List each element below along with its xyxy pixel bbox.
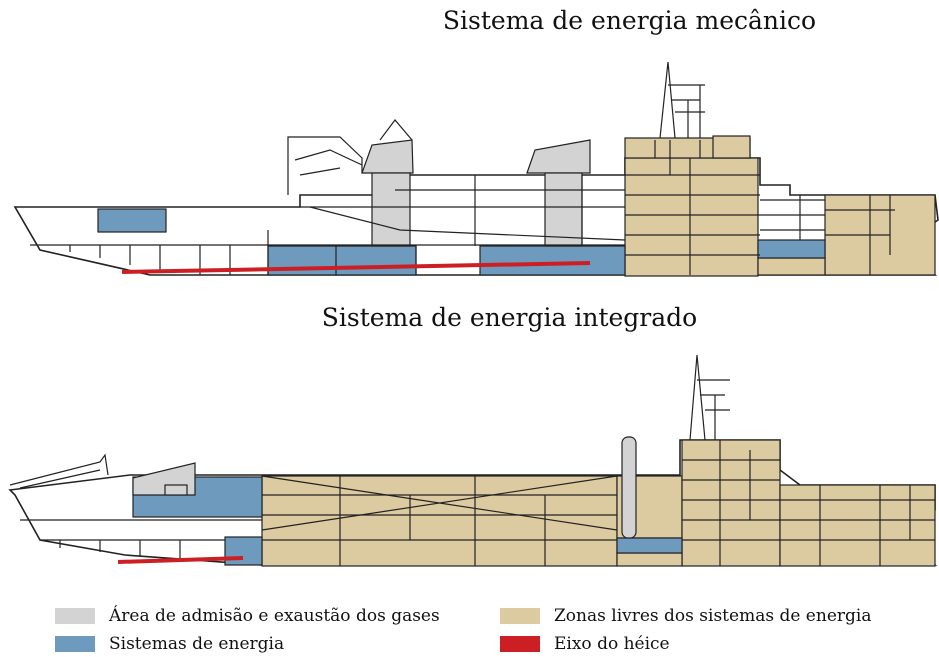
free-zone xyxy=(624,157,759,277)
free-zone xyxy=(261,475,618,567)
power-system xyxy=(97,208,167,233)
legend-power: Sistemas de energia xyxy=(55,634,284,654)
intake-exhaust xyxy=(526,139,591,174)
ship-mechanical-diagram xyxy=(13,61,939,277)
power-system xyxy=(616,537,683,554)
legend-swatch-free xyxy=(500,608,540,624)
title-integrated: Sistema de energia integrado xyxy=(321,303,698,332)
intake-exhaust xyxy=(371,172,411,247)
legend-label-shaft: Eixo do héice xyxy=(554,634,670,654)
legend-shaft: Eixo do héice xyxy=(500,634,670,654)
power-system xyxy=(224,536,263,566)
legend-swatch-shaft xyxy=(500,636,540,652)
free-zone xyxy=(712,135,751,159)
legend-intake: Área de admisão e exaustão dos gases xyxy=(55,606,440,626)
intake-exhaust xyxy=(361,139,414,174)
legend-free: Zonas livres dos sistemas de energia xyxy=(500,606,871,626)
intake-exhaust xyxy=(164,484,188,496)
legend-label-intake: Área de admisão e exaustão dos gases xyxy=(109,606,440,626)
legend-swatch-power xyxy=(55,636,95,652)
power-system xyxy=(267,245,417,276)
intake-exhaust xyxy=(544,172,583,247)
ship-integrated-diagram xyxy=(8,354,938,567)
propeller-shaft xyxy=(117,556,244,564)
free-zone xyxy=(616,552,683,567)
free-zone xyxy=(681,439,781,567)
legend-swatch-intake xyxy=(55,608,95,624)
free-zone xyxy=(757,257,826,276)
power-system xyxy=(479,245,626,276)
title-mechanical: Sistema de energia mecânico xyxy=(442,6,817,35)
legend-label-power: Sistemas de energia xyxy=(109,634,285,654)
power-system xyxy=(757,239,826,259)
free-zone xyxy=(779,484,936,567)
legend-label-free: Zonas livres dos sistemas de energia xyxy=(554,606,872,626)
intake-exhaust xyxy=(621,436,637,539)
propeller-shaft xyxy=(121,261,591,274)
